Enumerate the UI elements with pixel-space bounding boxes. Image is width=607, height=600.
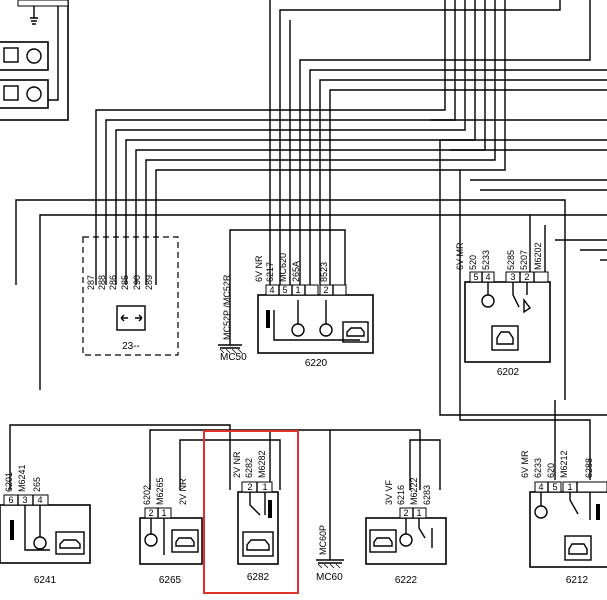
pin-6241-4: 4 <box>37 495 42 505</box>
wire-label-m6282: M6282 <box>257 450 267 478</box>
extra-label-6202: 6V MR <box>455 242 465 270</box>
ground-wire-label-mc50: MC52P /MC52R <box>222 274 232 340</box>
wire-label-m6265: M6265 <box>155 477 165 505</box>
component-label-6265: 6265 <box>159 575 182 586</box>
pin-6222-2: 2 <box>403 508 408 518</box>
wire-label-m6241: M6241 <box>17 464 27 492</box>
extra-label-6282: 2V NR <box>232 451 242 478</box>
bus-wires <box>15 0 607 480</box>
pin-6265-1: 1 <box>161 508 166 518</box>
pin-6282-2: 2 <box>247 482 252 492</box>
wire-label-265a: 265A <box>291 261 301 282</box>
pin-6220-4: 4 <box>269 285 274 295</box>
component-6241: 6 3 4 6241 6201 M6241 265 <box>0 464 91 586</box>
wire-label-6216: 6216 <box>396 485 406 505</box>
wire-label-mc620: MC620 <box>278 253 288 282</box>
pin-6241-6: 6 <box>8 495 13 505</box>
pin-6222-1: 1 <box>416 508 421 518</box>
pin-6212-4: 4 <box>538 482 543 492</box>
extra-label-6222: 3V VF <box>384 479 394 505</box>
wire-label-290: 290 <box>132 275 142 290</box>
pin-6265-2: 2 <box>148 508 153 518</box>
component-label-6241: 6241 <box>34 575 57 586</box>
wire-label-6233: 6233 <box>533 458 543 478</box>
dashed-box-label: 23-- <box>122 341 140 352</box>
component-label-6220: 6220 <box>305 358 328 369</box>
wire-label-6283: 6283 <box>422 485 432 505</box>
pin-6212-1: 1 <box>567 482 572 492</box>
wire-label-8523: 8523 <box>319 262 329 282</box>
wire-label-m6202: M6202 <box>533 242 543 270</box>
ground-mc60: MC60 MC60P <box>316 525 344 583</box>
wire-label-289: 289 <box>144 275 154 290</box>
wire-label-287: 287 <box>86 275 96 290</box>
wire-label-265: 265 <box>32 477 42 492</box>
wire-label-6202: 6202 <box>142 485 152 505</box>
relay-module-top-left <box>0 0 69 121</box>
wire-label-288: 288 <box>97 275 107 290</box>
component-6212: 4 5 1 6212 6V MR 6233 620 M6212 6288 <box>520 450 607 586</box>
component-6282: 2 1 6282 2V NR 6282 M6282 <box>232 450 279 583</box>
ground-mc50: MC50 MC52P /MC52R <box>218 229 346 363</box>
pin-6202-5: 5 <box>473 272 478 282</box>
wire-label-5207: 5207 <box>519 250 529 270</box>
component-label-6212: 6212 <box>566 575 589 586</box>
pin-6220-2: 2 <box>323 285 328 295</box>
wire-label-5285: 5285 <box>506 250 516 270</box>
pin-6220-1: 1 <box>295 285 300 295</box>
component-6265: 2 1 6265 6202 M6265 2V NR <box>139 477 203 586</box>
ground-label-mc50: MC50 <box>220 352 247 363</box>
wire-label-5233: 5233 <box>481 250 491 270</box>
wire-label-6288: 6288 <box>584 458 594 478</box>
highlight-box <box>203 430 299 594</box>
pin-6202-4: 4 <box>485 272 490 282</box>
wire-label-6201: 6201 <box>4 472 14 492</box>
wire-label-6282: 6282 <box>244 458 254 478</box>
wire-label-286: 286 <box>108 275 118 290</box>
extra-label-6212: 6V MR <box>520 450 530 478</box>
wire-label-6217: 6217 <box>265 262 275 282</box>
component-6220: 4 5 1 2 6220 6V NR 6217 MC620 265A 8523 <box>254 253 374 369</box>
component-label-6202: 6202 <box>497 367 520 378</box>
extra-label-6265: 2V NR <box>178 478 188 505</box>
wire-label-285: 285 <box>120 275 130 290</box>
component-label-6282: 6282 <box>247 572 270 583</box>
pin-6212-5: 5 <box>552 482 557 492</box>
ground-label-mc60: MC60 <box>316 572 343 583</box>
component-label-6222: 6222 <box>395 575 418 586</box>
pin-6202-3: 3 <box>510 272 515 282</box>
pin-6202-2: 2 <box>524 272 529 282</box>
wire-label-m6212: M6212 <box>559 450 569 478</box>
component-6202: 5 4 3 2 6202 6V MR 520 5233 5285 5207 M6… <box>455 242 551 378</box>
component-6222: 2 1 6222 3V VF 6216 M6222 6283 <box>365 477 447 586</box>
wire-label-620: 620 <box>546 463 556 478</box>
wire-label-520: 520 <box>468 255 478 270</box>
pin-6282-1: 1 <box>262 482 267 492</box>
wire-label-m6222: M6222 <box>409 477 419 505</box>
pin-6220-5: 5 <box>282 285 287 295</box>
extra-label-6220: 6V NR <box>254 255 264 282</box>
ground-wire-label-mc60: MC60P <box>318 525 328 555</box>
pin-6241-3: 3 <box>22 495 27 505</box>
dashed-box-23: 23-- 287 288 286 285 290 289 <box>82 236 179 356</box>
